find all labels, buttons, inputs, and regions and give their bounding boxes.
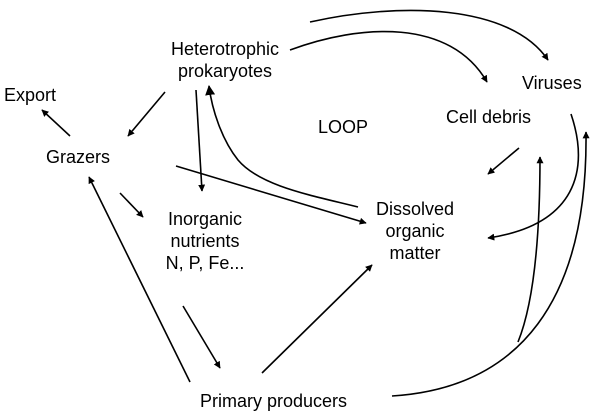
node-heterotrophic-prokaryotes: Heterotrophic prokaryotes [150,38,300,82]
node-cell-debris: Cell debris [446,107,532,127]
arrow-heterotrophic-to-inorganic [195,89,206,192]
node-inorganic-nutrients: Inorganic nutrients N, P, Fe... [150,208,260,274]
arrow-primary-to-dom [261,264,373,374]
node-viruses: Viruses [522,73,582,93]
dom-line1: Dissolved [375,199,455,219]
inorganic-line2: nutrients [170,231,240,251]
arrow-dom-to-heterotrophic [205,85,359,208]
inorganic-line1: Inorganic [167,209,243,229]
arrow-heterotrophic-to-cell-debris [289,30,488,83]
arrow-primary-to-cell-debris [517,156,544,343]
node-primary-producers: Primary producers [200,391,348,411]
arrow-heterotrophic-to-grazers [127,91,166,137]
arrow-grazers-to-inorganic [119,192,144,218]
node-dissolved-organic-matter: Dissolved organic matter [360,198,470,264]
node-grazers: Grazers [46,147,111,167]
arrow-heterotrophic-to-viruses [309,9,549,61]
dom-line3: matter [389,243,441,263]
arrow-grazers-to-dom [175,165,367,225]
node-loop: LOOP [318,117,369,137]
heterotrophic-line1: Heterotrophic [170,39,280,59]
inorganic-line3: N, P, Fe... [165,253,245,273]
arrow-primary-to-viruses [391,131,590,397]
dom-line2: organic [385,221,445,241]
arrow-cell-debris-to-dom [487,147,520,175]
arrow-inorganic-to-primary [182,305,221,369]
arrow-primary-to-grazers [88,176,191,383]
heterotrophic-line2: prokaryotes [177,61,273,81]
arrow-viruses-to-dom [487,113,580,241]
arrow-grazers-to-export [41,109,71,137]
node-export: Export [4,85,57,105]
